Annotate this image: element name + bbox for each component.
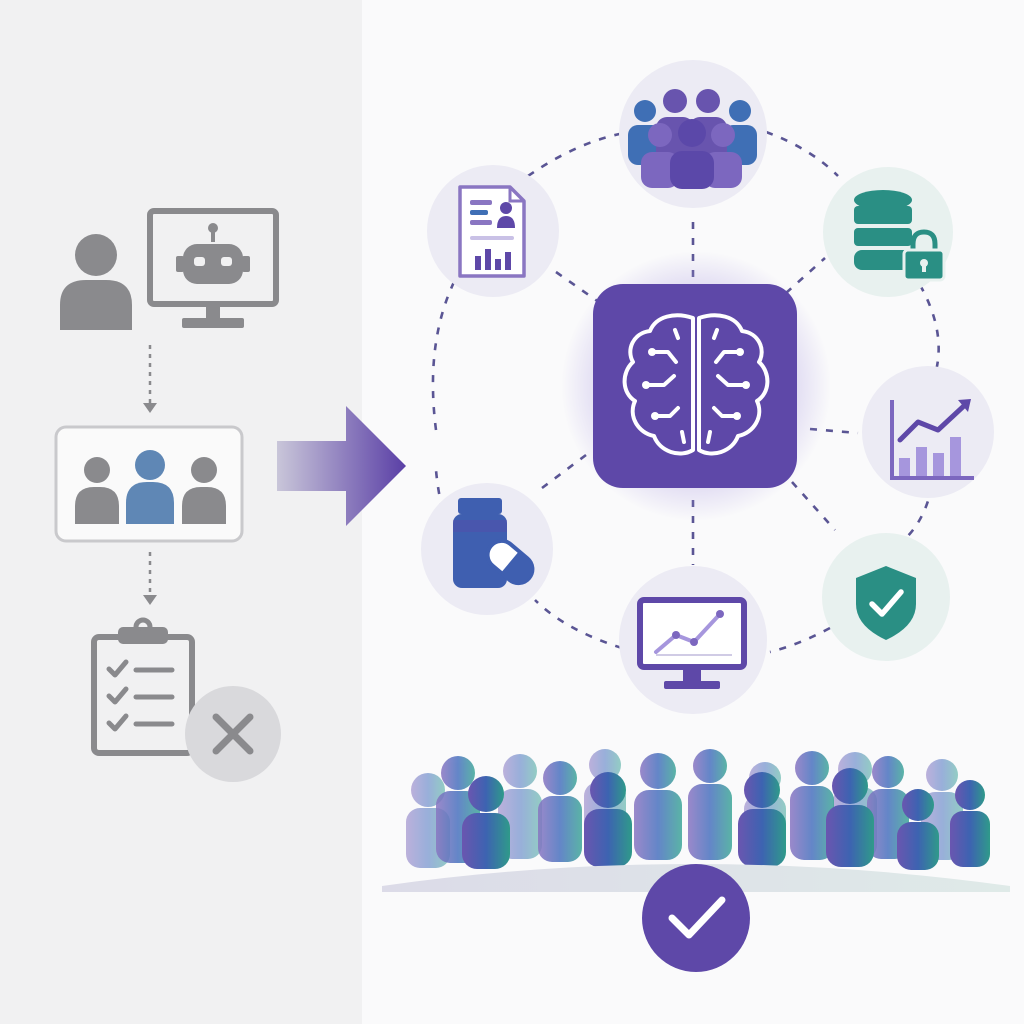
- approved-check-icon: [642, 864, 750, 972]
- node-report: [427, 165, 559, 297]
- bar-trend-chart-icon: [890, 399, 974, 480]
- checklist-clipboard-icon: [91, 617, 195, 756]
- dotted-arrow-down-1: [143, 345, 157, 413]
- group-of-three-icon: [75, 450, 226, 524]
- dotted-arrow-down-2: [143, 552, 157, 605]
- profile-report-icon: [458, 185, 526, 278]
- diverse-crowd-icon: [382, 749, 1010, 892]
- locked-database-icon: [854, 190, 946, 282]
- group-box: [54, 425, 244, 543]
- rejected-x-icon: [185, 686, 281, 782]
- monitor-chart-icon: [637, 597, 747, 689]
- node-monitor: [619, 566, 767, 714]
- node-medication: [421, 483, 553, 615]
- hub-node: [561, 251, 831, 521]
- people-group-icon: [628, 89, 757, 189]
- person-icon: [60, 234, 132, 330]
- node-group: [619, 60, 767, 208]
- pill-bottle-icon: [453, 498, 535, 588]
- node-database: [823, 167, 953, 297]
- node-security: [822, 533, 950, 661]
- shield-check-icon: [856, 566, 916, 640]
- node-analytics: [862, 366, 994, 498]
- robot-monitor-icon: [147, 208, 279, 328]
- circuit-brain-icon: [622, 313, 770, 456]
- gradient-arrow-icon: [277, 406, 406, 526]
